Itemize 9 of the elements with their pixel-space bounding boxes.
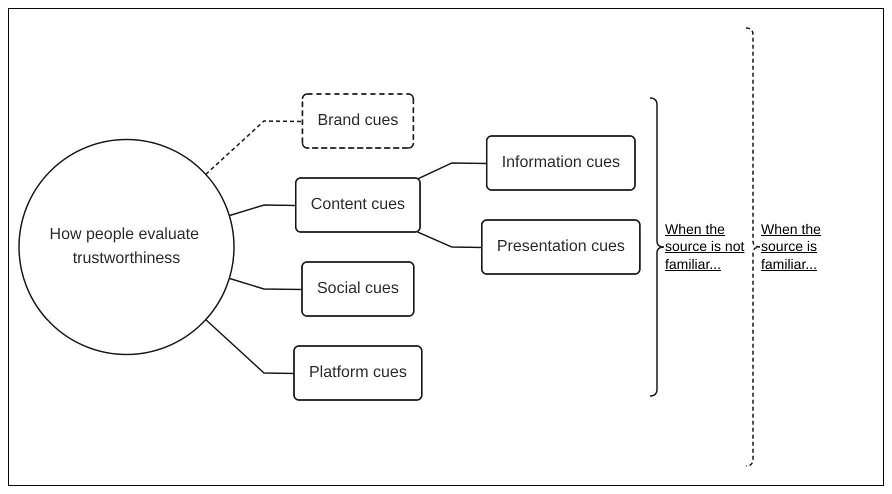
connector (416, 162, 487, 180)
connector (228, 278, 302, 290)
node-circle: How people evaluate trustworthiness (18, 138, 234, 356)
connector (416, 231, 482, 248)
bracket-label: When the source is not familiar... (665, 220, 745, 274)
connector (204, 319, 294, 374)
connector (228, 204, 296, 216)
connector (204, 120, 302, 175)
bracket-label: When the source is familiar... (761, 220, 822, 274)
